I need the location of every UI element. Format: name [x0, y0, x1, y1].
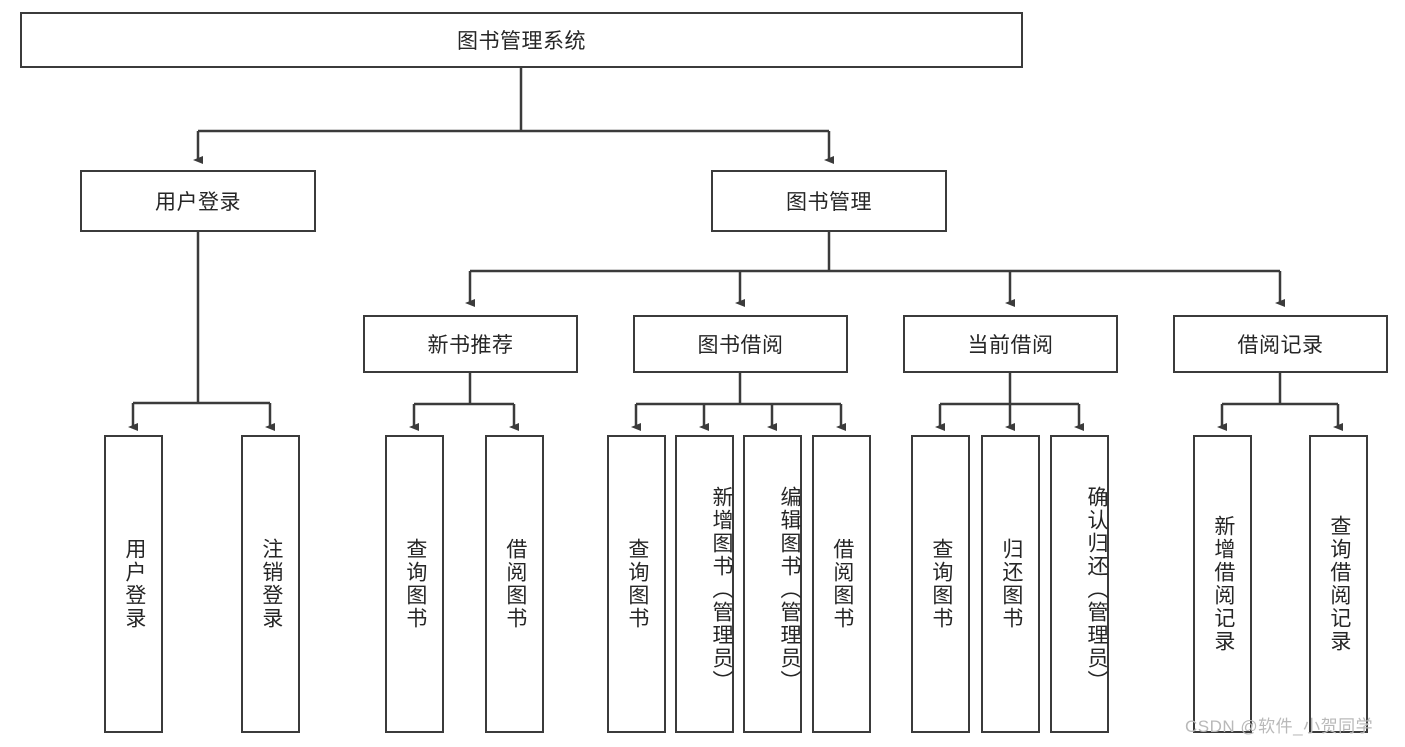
node-label: 图书借阅	[697, 334, 784, 357]
node-label: 确认归还（管理员）	[1085, 485, 1108, 693]
node-user-login[interactable]: 用户登录	[80, 170, 316, 232]
node-label: 当前借阅	[967, 334, 1054, 357]
node-label: 编辑图书（管理员）	[778, 485, 801, 693]
leaf-borrow-query-book[interactable]: 查询图书	[607, 435, 666, 733]
node-label: 查询图书	[625, 538, 649, 630]
leaf-user-login-logout[interactable]: 注销登录	[241, 435, 300, 733]
node-label: 新书推荐	[427, 334, 514, 357]
node-book-borrow[interactable]: 图书借阅	[633, 315, 848, 373]
leaf-record-add-record[interactable]: 新增借阅记录	[1193, 435, 1252, 733]
node-label: 新增借阅记录	[1211, 515, 1235, 653]
leaf-record-query-record[interactable]: 查询借阅记录	[1309, 435, 1368, 733]
node-label: 用户登录	[155, 191, 241, 214]
leaf-current-confirm-return-admin[interactable]: 确认归还（管理员）	[1050, 435, 1109, 733]
node-borrow-record[interactable]: 借阅记录	[1173, 315, 1388, 373]
node-new-book-recommend[interactable]: 新书推荐	[363, 315, 578, 373]
node-label: 借阅图书	[503, 538, 527, 630]
node-label: 借阅记录	[1237, 334, 1324, 357]
leaf-recommend-borrow-book[interactable]: 借阅图书	[485, 435, 544, 733]
node-label: 用户登录	[122, 538, 146, 630]
node-label: 图书管理系统	[457, 30, 586, 53]
node-label: 查询借阅记录	[1327, 515, 1351, 653]
leaf-current-query-book[interactable]: 查询图书	[911, 435, 970, 733]
node-label: 查询图书	[403, 538, 427, 630]
leaf-borrow-add-book-admin[interactable]: 新增图书（管理员）	[675, 435, 734, 733]
node-label: 归还图书	[999, 538, 1023, 630]
node-root-system[interactable]: 图书管理系统	[20, 12, 1023, 68]
node-label: 图书管理	[786, 191, 872, 214]
node-label: 新增图书（管理员）	[710, 485, 733, 693]
node-book-management[interactable]: 图书管理	[711, 170, 947, 232]
leaf-borrow-edit-book-admin[interactable]: 编辑图书（管理员）	[743, 435, 802, 733]
node-label: 借阅图书	[830, 538, 854, 630]
csdn-watermark: CSDN @软件_小贺同学	[1185, 717, 1374, 736]
leaf-recommend-query-book[interactable]: 查询图书	[385, 435, 444, 733]
leaf-current-return-book[interactable]: 归还图书	[981, 435, 1040, 733]
node-label: 注销登录	[259, 538, 283, 630]
node-current-borrow[interactable]: 当前借阅	[903, 315, 1118, 373]
leaf-user-login-login[interactable]: 用户登录	[104, 435, 163, 733]
node-label: 查询图书	[929, 538, 953, 630]
leaf-borrow-borrow-book[interactable]: 借阅图书	[812, 435, 871, 733]
